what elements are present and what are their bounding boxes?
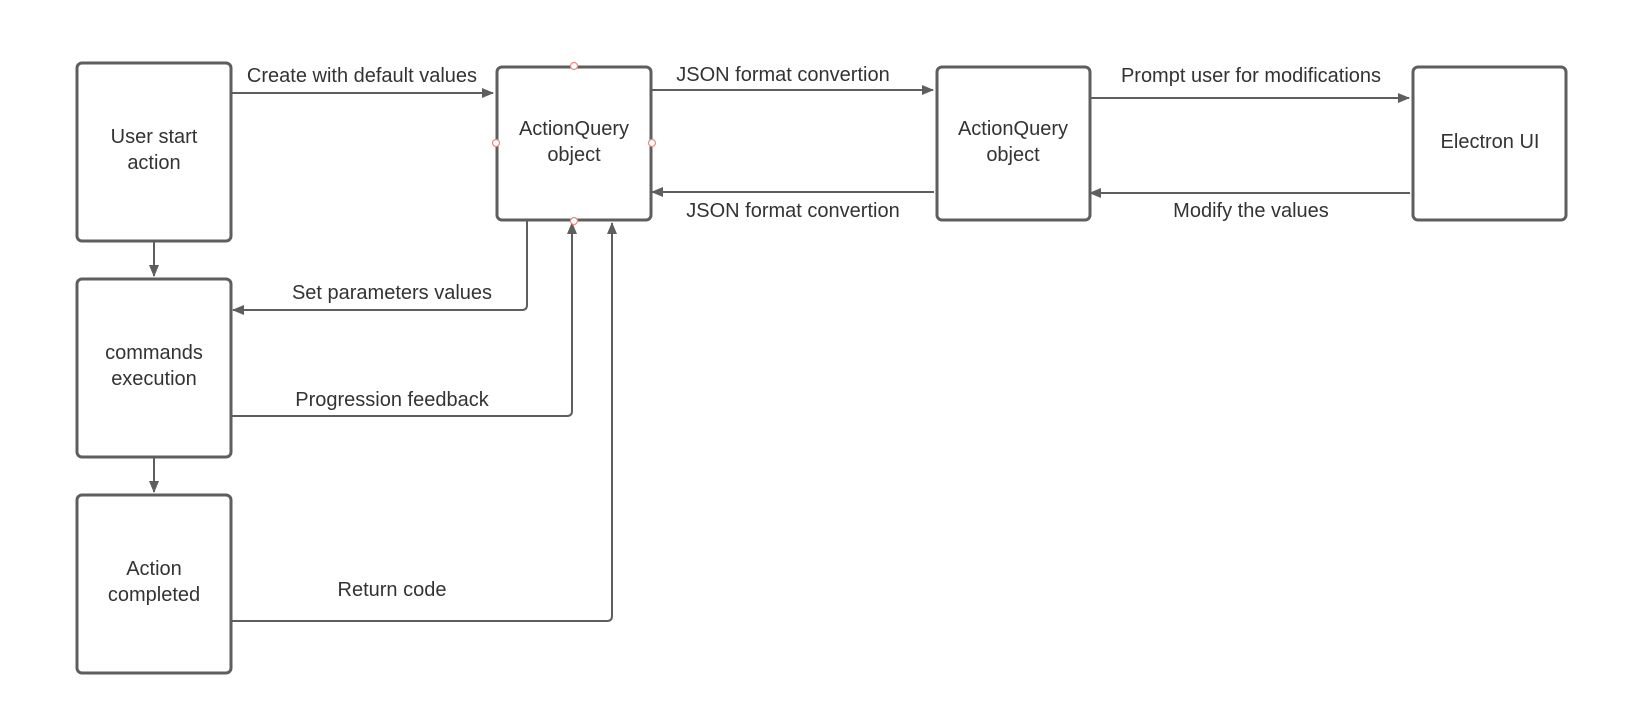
edges (149, 85, 1410, 622)
selection-handle-top[interactable] (569, 61, 579, 71)
node-actionquery-left-line2: object (547, 144, 601, 166)
selection-handle-right[interactable] (647, 138, 657, 148)
edge-labels: Create with default values JSON format c… (247, 64, 1381, 601)
node-action-completed-line1: Action (126, 558, 182, 580)
node-actionquery-right[interactable]: ActionQuery object (935, 65, 1092, 222)
edge-progression-feedback[interactable] (231, 222, 577, 417)
node-electron-ui-label: Electron UI (1441, 131, 1540, 153)
node-actionquery-left[interactable]: ActionQuery object (495, 65, 653, 222)
node-user-start[interactable]: User start action (75, 61, 233, 243)
node-actionquery-left-line1: ActionQuery (519, 118, 629, 140)
selection-handle-left[interactable] (491, 138, 501, 148)
selection-handles (491, 61, 657, 226)
label-modify-values: Modify the values (1173, 200, 1329, 222)
edge-return-code[interactable] (231, 222, 617, 622)
node-user-start-line2: action (127, 152, 180, 174)
edge-set-parameters[interactable] (232, 221, 528, 315)
node-commands-execution-line2: execution (111, 368, 197, 390)
node-action-completed[interactable]: Action completed (75, 493, 233, 675)
node-action-completed-line2: completed (108, 584, 200, 606)
node-user-start-line1: User start (111, 126, 198, 148)
node-actionquery-right-line2: object (986, 144, 1040, 166)
label-return-code: Return code (338, 579, 447, 601)
label-set-parameters: Set parameters values (292, 282, 492, 304)
node-actionquery-right-line1: ActionQuery (958, 118, 1068, 140)
label-json-back: JSON format convertion (686, 200, 899, 222)
node-commands-execution-line1: commands (105, 342, 203, 364)
label-progression-feedback: Progression feedback (295, 389, 489, 411)
node-commands-execution[interactable]: commands execution (75, 277, 233, 459)
label-create-defaults: Create with default values (247, 65, 477, 87)
node-electron-ui[interactable]: Electron UI (1411, 65, 1568, 222)
label-prompt-user: Prompt user for modifications (1121, 65, 1381, 87)
selection-handle-bottom[interactable] (569, 216, 579, 226)
label-json-forward: JSON format convertion (676, 64, 889, 86)
